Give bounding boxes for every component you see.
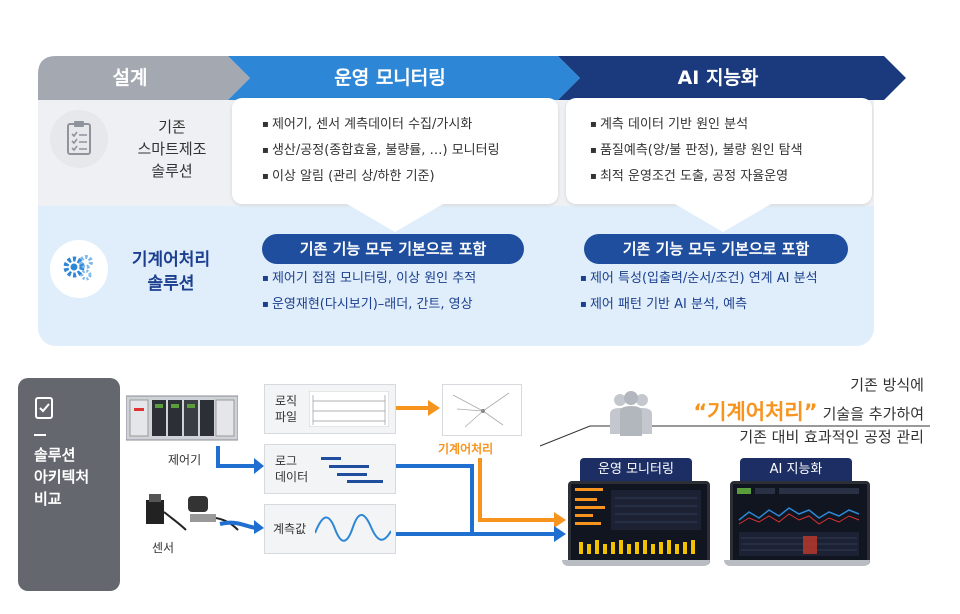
callout-line3: 기존 대비 효과적인 공정 관리 [739, 428, 924, 446]
list-item: 제어 특성(입출력/순서/조건) 연계 AI 분석 [580, 266, 818, 292]
divider [34, 434, 46, 436]
logic-file-label: 로직 파일 [275, 393, 297, 425]
list-item: 운영재현(다시보기)–래더, 간트, 영상 [262, 292, 476, 318]
plc-controller-image [125, 394, 239, 442]
waveform-thumbnail [315, 514, 391, 542]
architecture-comparison-sidebar: 솔루션 아키텍처 비교 [18, 378, 120, 591]
tab-operations-monitoring: 운영 모니터링 [580, 458, 692, 482]
machine-processing-title: 기계어처리 솔루션 [106, 248, 236, 296]
callout-line2-suffix: 기술을 추가하여 [822, 405, 924, 423]
document-check-icon [35, 397, 53, 419]
logic-file-line: 파일 [275, 410, 298, 424]
list-item: 제어 패턴 기반 AI 분석, 예측 [580, 292, 818, 318]
callout-line2: “기계어처리” 기술을 추가하여 [664, 396, 924, 426]
header-ai-intelligence: AI 지능화 [677, 67, 759, 89]
monitoring-dashboard-screen [568, 481, 710, 565]
existing-title-line: 솔루션 [151, 162, 193, 180]
measured-value-label: 계측값 [273, 522, 307, 536]
clipboard-icon [50, 110, 108, 168]
ai-dashboard-screen [730, 481, 870, 565]
laptop-base [562, 560, 710, 566]
list-item: 생산/공정(종합효율, 불량률, …) 모니터링 [262, 138, 558, 164]
existing-ai-card: 계측 데이터 기반 원인 분석 품질예측(양/불 판정), 불량 원인 탐색 최… [566, 98, 872, 204]
people-group-icon [610, 391, 652, 436]
monitoring-header-shape [228, 56, 580, 100]
gears-icon [50, 240, 108, 298]
laptop-base [724, 560, 870, 566]
log-data-label: 로그 데이터 [275, 453, 308, 485]
monitoring-includes-pill: 기존 기능 모두 기본으로 포함 [262, 234, 524, 264]
existing-monitoring-list: 제어기, 센서 계측데이터 수집/가시화 생산/공정(종합효율, 불량률, …)… [232, 98, 558, 190]
header-chevrons [38, 56, 906, 100]
logic-file-line: 로직 [275, 394, 298, 408]
design-header-shape [38, 56, 250, 100]
list-item: 제어기 접점 모니터링, 이상 원인 추적 [262, 266, 476, 292]
existing-monitoring-card: 제어기, 센서 계측데이터 수집/가시화 생산/공정(종합효율, 불량률, …)… [232, 98, 558, 204]
callout-line1: 기존 방식에 [850, 376, 924, 394]
existing-title-line: 기존 [158, 118, 186, 136]
ai-header-shape [558, 56, 906, 100]
machine-processing-graph [442, 384, 522, 436]
measured-value-box: 계측값 [264, 504, 396, 554]
log-data-line: 로그 [275, 454, 298, 468]
callout-quoted-term: “기계어처리” [693, 400, 818, 424]
list-item: 제어기, 센서 계측데이터 수집/가시화 [262, 112, 558, 138]
log-lines-thumbnail [321, 457, 383, 483]
down-arrow-ai [668, 200, 778, 232]
controller-label: 제어기 [168, 453, 202, 467]
machine-title-line: 솔루션 [147, 274, 195, 294]
list-item: 계측 데이터 기반 원인 분석 [590, 112, 872, 138]
list-item: 품질예측(양/불 판정), 불량 원인 탐색 [590, 138, 872, 164]
tab-ai-intelligence: AI 지능화 [740, 458, 852, 482]
sensor-label: 센서 [152, 541, 175, 555]
header-design: 설계 [112, 67, 148, 89]
log-data-line: 데이터 [275, 470, 309, 484]
ai-includes-pill: 기존 기능 모두 기본으로 포함 [584, 234, 848, 264]
existing-solution-title: 기존 스마트제조 솔루션 [112, 116, 232, 182]
machine-ai-list: 제어 특성(입출력/순서/조건) 연계 AI 분석 제어 패턴 기반 AI 분석… [580, 266, 818, 318]
log-data-box: 로그 데이터 [264, 444, 396, 494]
existing-title-line: 스마트제조 [137, 140, 207, 158]
list-item: 이상 알림 (관리 상/하한 기준) [262, 164, 558, 190]
list-item: 최적 운영조건 도출, 공정 자율운영 [590, 164, 872, 190]
header-operations-monitoring: 운영 모니터링 [334, 67, 446, 89]
ladder-thumbnail [309, 391, 389, 427]
machine-title-line: 기계어처리 [131, 250, 211, 270]
sidebar-title-line: 비교 [34, 490, 62, 508]
sensor-image [140, 490, 240, 536]
sidebar-title-line: 솔루션 [34, 446, 76, 464]
sidebar-title: 솔루션 아키텍처 비교 [34, 444, 89, 510]
machine-processing-label: 기계어처리 [438, 442, 494, 456]
machine-monitoring-list: 제어기 접점 모니터링, 이상 원인 추적 운영재현(다시보기)–래더, 간트,… [262, 266, 476, 318]
down-arrow-monitoring [340, 200, 450, 232]
logic-file-box: 로직 파일 [264, 384, 396, 434]
sidebar-title-line: 아키텍처 [34, 468, 90, 486]
existing-ai-list: 계측 데이터 기반 원인 분석 품질예측(양/불 판정), 불량 원인 탐색 최… [566, 98, 872, 190]
